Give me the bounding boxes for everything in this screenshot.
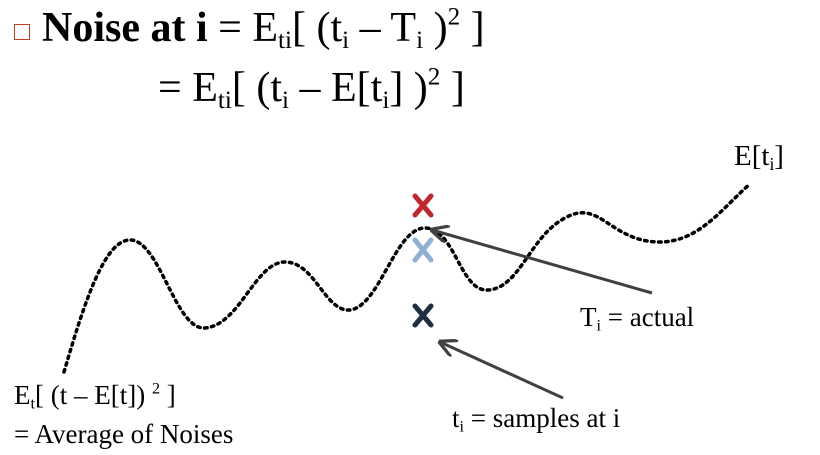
noise-title: Noise at i: [42, 5, 208, 51]
average-noise-text: = Average of Noises: [14, 419, 234, 449]
samples-arrow: [440, 342, 564, 400]
noise-equation-line-1: Noise at i = Eti[ (ti – Ti )2 ]: [42, 3, 485, 55]
bullet-square-icon: [14, 24, 30, 40]
expected-value-curve: [62, 182, 752, 374]
actual-arrow: [432, 230, 653, 295]
expected-marker-icon: [412, 237, 434, 263]
sample-marker-icon: [412, 303, 434, 328]
actual-marker-icon: [412, 193, 434, 218]
actual-label: Ti = actual: [580, 302, 695, 335]
samples-label: ti = samples at i: [452, 403, 621, 436]
noise-equation-line-2: = Eti[ (ti – E[ti] )2 ]: [158, 63, 465, 115]
expected-curve-label: E[ti]: [734, 140, 784, 174]
average-noise-formula: Et[ (t – E[t]) 2 ]: [14, 379, 176, 413]
